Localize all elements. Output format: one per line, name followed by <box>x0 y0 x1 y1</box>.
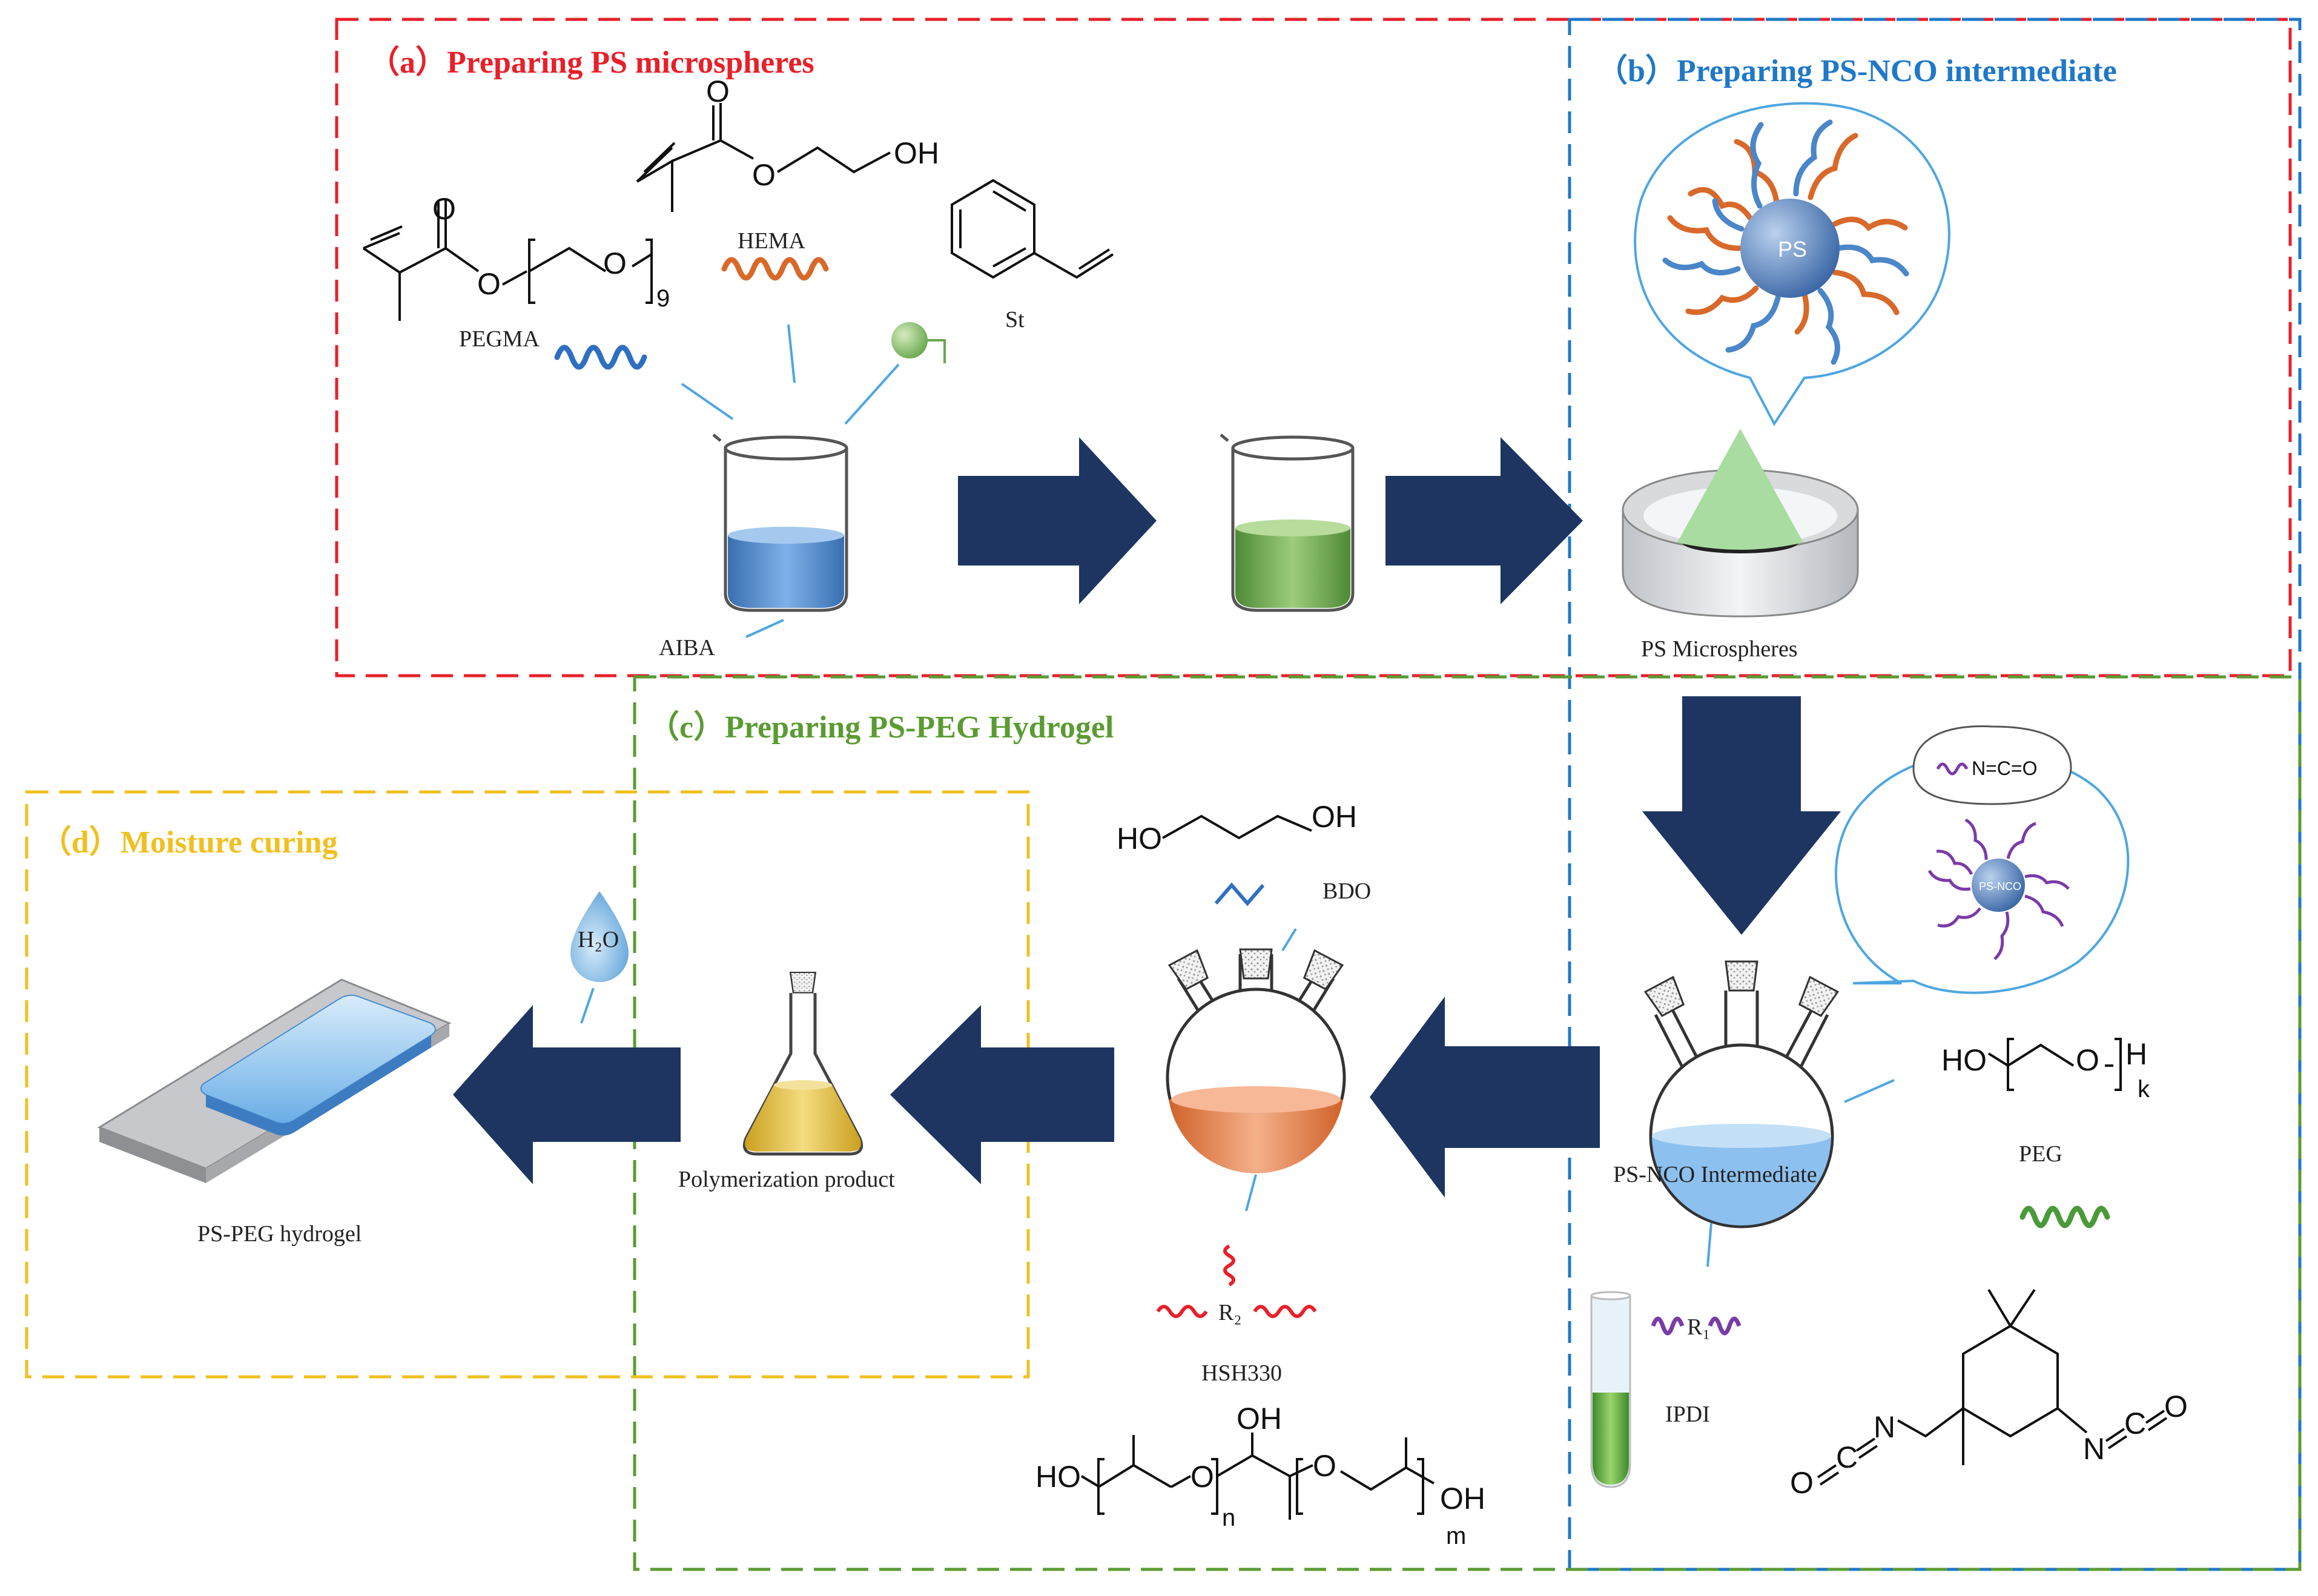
panel-c-title: （c）Preparing PS-PEG Hydrogel <box>648 710 1114 745</box>
ipdi-test-tube <box>1590 1291 1631 1488</box>
pegma-repeat: 9 <box>656 285 670 312</box>
flask-orange <box>1166 948 1346 1173</box>
connector-hsh330 <box>1245 1174 1257 1212</box>
peg-label: PEG <box>2019 1141 2062 1167</box>
hsh-ho: HO <box>1035 1460 1081 1494</box>
arrow-c-to-product <box>890 1005 1114 1184</box>
h2o-label: H₂O <box>578 927 619 952</box>
connector-pegma <box>681 383 734 420</box>
peg-h: H <box>2125 1037 2147 1071</box>
hydrogel-slide <box>97 978 452 1183</box>
st-label: St <box>1005 307 1025 332</box>
hsh-m: m <box>1446 1523 1466 1549</box>
panel-d-title: （d）Moisture curing <box>40 825 338 860</box>
peg-structure: HO O H k <box>1941 1037 2150 1103</box>
arrow-a-2 <box>1385 437 1583 604</box>
panel-a-title: （a）Preparing PS microspheres <box>368 45 814 80</box>
water-drop-icon <box>570 891 629 982</box>
hema-wave <box>721 257 829 281</box>
nco-chain-wave <box>1936 762 1969 776</box>
ipdi-c-right: C <box>2124 1406 2146 1440</box>
ipdi-label: IPDI <box>1665 1402 1710 1427</box>
bdo-label: BDO <box>1322 879 1371 904</box>
styrene-structure <box>951 179 1114 279</box>
pegma-ester-o: O <box>477 267 501 301</box>
connector-hema <box>787 324 796 383</box>
isocyanate-label: N=C=O <box>1972 757 2037 779</box>
ipdi-n-left: N <box>1874 1410 1895 1444</box>
flask-ps-nco <box>1644 960 1839 1228</box>
aiba-label: AIBA <box>659 635 715 661</box>
polymerization-product-label: Polymerization product <box>678 1167 895 1192</box>
pegma-ether-o: O <box>603 246 627 280</box>
ps-sphere <box>1740 199 1840 298</box>
ipdi-o-left: O <box>1790 1466 1814 1500</box>
connector-aiba <box>745 619 784 638</box>
peg-repeat: k <box>2138 1076 2150 1103</box>
beaker-green <box>1220 434 1355 612</box>
ps-microspheres-dish <box>1622 429 1859 618</box>
bdo-ho: HO <box>1117 822 1162 856</box>
hsh330-structure: HO O n OH O OH m <box>1035 1402 1485 1549</box>
ipdi-wave <box>1651 1316 1742 1336</box>
hema-oh: OH <box>894 136 939 170</box>
arrow-a-1 <box>958 437 1157 604</box>
pegma-carbonyl-o: O <box>432 192 456 226</box>
ps-microspheres-label: PS Microspheres <box>1641 636 1798 662</box>
hsh-oh-end: OH <box>1440 1482 1485 1515</box>
hema-carbonyl-o: O <box>706 74 730 108</box>
hsh330-wave <box>1156 1244 1317 1318</box>
hsh-oh-mid: OH <box>1237 1402 1282 1436</box>
ps-sphere-label: PS <box>1778 237 1807 262</box>
ipdi-structure: N C O N C O <box>1790 1288 2188 1500</box>
bdo-wave <box>1214 882 1265 906</box>
ps-sphere-chains <box>1662 119 1909 365</box>
arrow-d-left <box>453 1005 681 1184</box>
pegma-wave <box>554 345 647 370</box>
ipdi-c-left: C <box>1836 1440 1858 1474</box>
styrene-ball-icon <box>891 322 946 363</box>
connector-st <box>844 363 900 425</box>
ps-nco-sphere <box>1972 859 2025 912</box>
ps-peg-hydrogel-label: PS-PEG hydrogel <box>197 1221 362 1247</box>
panel-c-frame <box>633 675 2302 1571</box>
arrow-b-down <box>1642 696 1841 935</box>
arrow-c-left <box>1370 997 1600 1198</box>
hema-structure: O O OH <box>636 74 939 212</box>
ipdi-o-right: O <box>2164 1390 2188 1423</box>
peg-ho: HO <box>1941 1043 1987 1077</box>
ps-nco-chains <box>1927 818 2070 960</box>
peg-wave <box>2019 1205 2110 1228</box>
beaker-blue <box>712 434 848 612</box>
connector-h2o <box>580 988 595 1024</box>
hsh-o1: O <box>1190 1460 1214 1494</box>
hsh-r-label: R₂ <box>1218 1300 1242 1325</box>
ipdi-r-label: R₁ <box>1687 1314 1711 1340</box>
bdo-oh: OH <box>1312 800 1357 834</box>
hema-label: HEMA <box>738 228 805 254</box>
panel-a-frame <box>335 18 2292 678</box>
ps-nco-sphere-label: PS-NCO <box>1979 880 2021 892</box>
hsh-n: n <box>1222 1505 1235 1531</box>
connector-bdo <box>1281 928 1297 952</box>
hsh-o2: O <box>1313 1449 1336 1483</box>
pegma-structure: O O O 9 <box>362 192 670 321</box>
panel-b-title: （b）Preparing PS-NCO intermediate <box>1596 53 2117 88</box>
connector-peg <box>1844 1079 1895 1103</box>
erlenmeyer-flask <box>742 971 863 1156</box>
ps-nco-intermediate-label: PS-NCO Intermediate <box>1613 1162 1817 1187</box>
pegma-label: PEGMA <box>459 326 540 352</box>
bdo-structure: HO OH <box>1117 800 1357 856</box>
peg-o: O <box>2076 1043 2099 1077</box>
connector-ipdi <box>1706 1222 1712 1267</box>
ipdi-n-right: N <box>2083 1432 2105 1466</box>
hema-ester-o: O <box>752 158 776 192</box>
hsh330-label: HSH330 <box>1201 1360 1282 1386</box>
